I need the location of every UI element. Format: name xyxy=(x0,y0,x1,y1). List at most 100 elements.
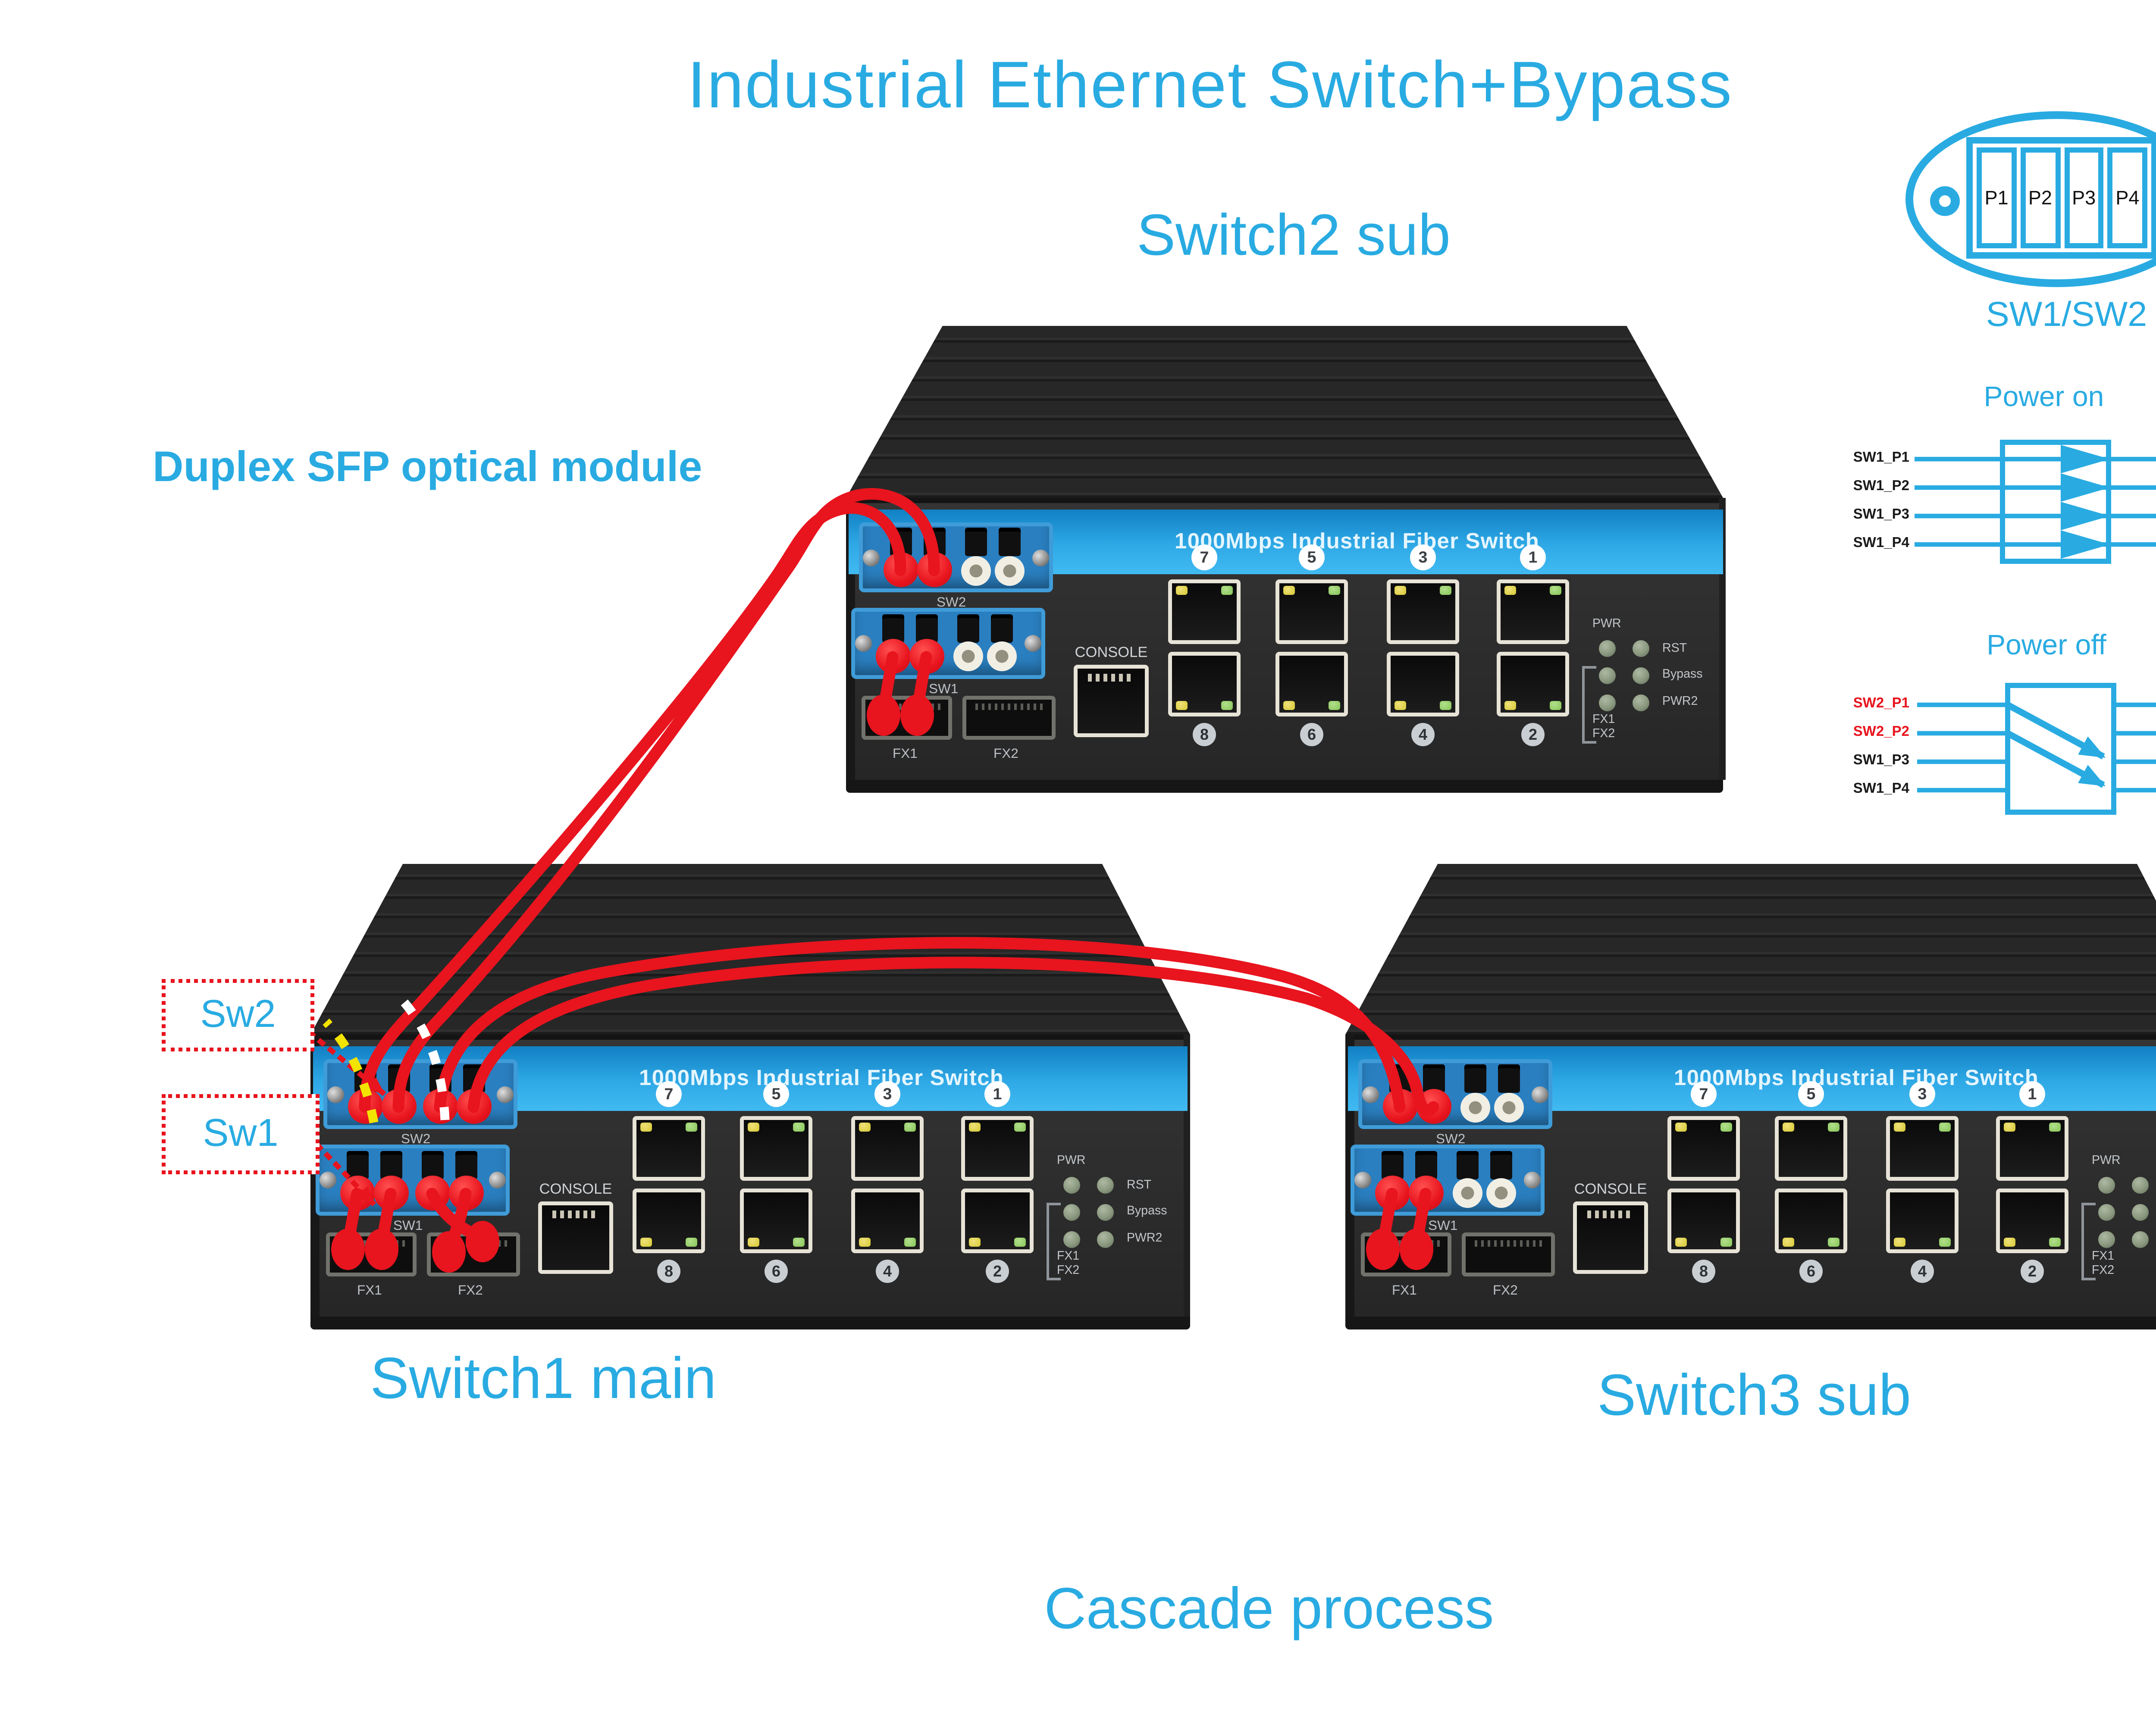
screw-icon xyxy=(320,1172,336,1189)
status-led xyxy=(1062,1230,1080,1248)
sw1-port-label: SW1 xyxy=(929,681,959,697)
rj45-yellow-led xyxy=(1675,1237,1687,1247)
port-number-badge: 6 xyxy=(1799,1260,1823,1283)
sfp-pins-icon xyxy=(975,704,1044,710)
rj45-port xyxy=(1387,579,1459,645)
rj45-yellow-led xyxy=(859,1237,871,1247)
fiber-plug-red xyxy=(1375,1175,1410,1211)
port-number-badge: 3 xyxy=(874,1081,900,1107)
rj45-yellow-led xyxy=(1783,1123,1794,1132)
power-off-title: Power off xyxy=(1987,629,2106,661)
rj45-green-led xyxy=(1720,1123,1732,1132)
rj45-yellow-led xyxy=(1504,701,1516,710)
rj45-port xyxy=(633,1188,705,1253)
fx1-led-text: FX1 xyxy=(2092,1249,2115,1264)
rj45-green-led xyxy=(1440,701,1451,710)
rj45-yellow-led xyxy=(2004,1123,2015,1132)
rj45-green-led xyxy=(1550,586,1561,595)
fiber-plug-red xyxy=(415,1175,450,1211)
rj45-green-led xyxy=(1939,1123,1951,1132)
fx1-led-text: FX1 xyxy=(1592,712,1615,727)
port-number-badge: 2 xyxy=(1521,723,1545,747)
fiber-plug-red xyxy=(917,553,952,588)
lc-connector xyxy=(422,1151,444,1179)
duplex-sfp-label: Duplex SFP optical module xyxy=(153,442,702,490)
rst-led-label: RST xyxy=(1127,1177,1151,1192)
schematic-port-label: SW1_P4 xyxy=(1853,535,1909,551)
status-led xyxy=(1598,640,1615,657)
lc-connector xyxy=(354,1065,376,1093)
rj45-yellow-led xyxy=(640,1237,652,1247)
rj45-green-led xyxy=(1550,701,1561,710)
rj45-green-led xyxy=(1329,701,1340,710)
port-number-badge: 8 xyxy=(657,1260,680,1283)
port-number-badge: 3 xyxy=(1909,1081,1935,1107)
port-number-badge: 8 xyxy=(1692,1260,1715,1283)
status-led xyxy=(1632,667,1649,684)
sw1-port-label: SW1 xyxy=(393,1218,423,1234)
bypass-port-cell: P2 xyxy=(2020,147,2060,248)
port-number-badge: 5 xyxy=(1299,544,1325,570)
fiber-plug-red xyxy=(884,553,918,588)
rj45-yellow-led xyxy=(1395,586,1406,595)
schematic-port-label: SW1_P4 xyxy=(1853,781,1909,797)
screw-icon xyxy=(1524,1172,1541,1189)
fiber-plug-red xyxy=(876,638,911,674)
rj45-green-led xyxy=(904,1237,916,1247)
fx1-label: FX1 xyxy=(893,746,918,762)
rj45-port xyxy=(1886,1116,1959,1182)
lc-connector xyxy=(380,1151,402,1179)
schematic-port-label: SW1_P3 xyxy=(1853,753,1909,768)
switch1-caption: Switch1 main xyxy=(370,1345,717,1411)
rj45-port xyxy=(851,1188,924,1253)
lc-connector xyxy=(957,614,979,643)
flow-arrow-icon xyxy=(2061,530,2110,559)
rj45-green-led xyxy=(686,1123,697,1132)
fiber-plug-red xyxy=(423,1089,458,1125)
lc-connector xyxy=(1382,1151,1404,1179)
flow-arrow-icon xyxy=(2061,445,2110,473)
port-number-badge: 1 xyxy=(984,1081,1010,1107)
fx2-led-text: FX2 xyxy=(1057,1263,1080,1278)
module-screw-hole-icon xyxy=(1930,186,1960,216)
rj45-port xyxy=(961,1188,1034,1253)
fiber-plug-red xyxy=(374,1175,409,1211)
fx2-led-text: FX2 xyxy=(2092,1263,2115,1278)
rj45-green-led xyxy=(1329,586,1340,595)
lc-connector xyxy=(463,1065,485,1093)
port-number-badge: 7 xyxy=(1191,544,1217,570)
fiber-plug-red xyxy=(457,1089,492,1125)
pwr2-led-label: PWR2 xyxy=(1662,694,1698,709)
schematic-port-label: SW1_P1 xyxy=(1853,450,1909,466)
screw-icon xyxy=(855,635,872,652)
sfp-cage-fx1 xyxy=(326,1232,417,1277)
port-number-badge: 5 xyxy=(1798,1081,1824,1107)
rj45-yellow-led xyxy=(1395,701,1406,710)
sfp-pins-icon xyxy=(1373,1240,1439,1247)
screw-icon xyxy=(1532,1086,1548,1103)
lc-connector xyxy=(1457,1151,1479,1179)
rj45-yellow-led xyxy=(1675,1123,1687,1132)
sw1-callout-tag: Sw1 xyxy=(162,1094,320,1174)
screw-icon xyxy=(1354,1172,1371,1189)
sfp-cage-fx2 xyxy=(427,1232,520,1277)
rj45-green-led xyxy=(1828,1123,1839,1132)
sfp-cage-fx1 xyxy=(1361,1232,1451,1277)
sfp-pins-icon xyxy=(439,1240,508,1247)
rj45-port xyxy=(961,1116,1034,1182)
status-led xyxy=(1096,1230,1113,1248)
status-led xyxy=(1062,1177,1080,1194)
schematic-port-label: SW1_P2 xyxy=(1853,479,1909,494)
bypass-led-label: Bypass xyxy=(1662,667,1703,682)
lc-connector xyxy=(916,614,938,643)
rj45-green-led xyxy=(2049,1123,2061,1132)
fiber-plug-red xyxy=(382,1089,417,1125)
port-number-badge: 2 xyxy=(2021,1260,2044,1283)
switch2-caption: Switch2 sub xyxy=(1137,202,1451,268)
bypass-led-label: Bypass xyxy=(1127,1204,1167,1219)
status-led xyxy=(2097,1177,2115,1194)
lc-connector xyxy=(1423,1065,1445,1093)
screw-icon xyxy=(1362,1086,1379,1103)
rj45-yellow-led xyxy=(1176,586,1188,595)
